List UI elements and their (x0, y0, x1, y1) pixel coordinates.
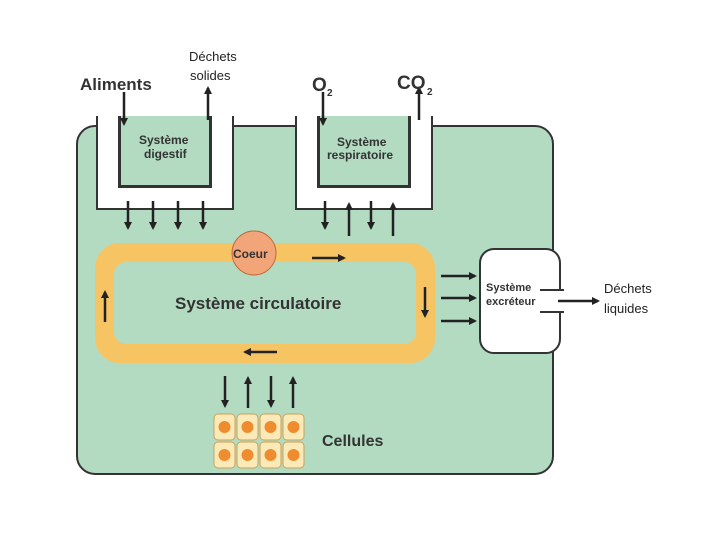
cell-nucleus (287, 449, 300, 461)
label-aliments: Aliments (80, 75, 152, 94)
cell-nucleus (241, 449, 254, 461)
label-excreteur-2: excréteur (486, 296, 536, 308)
cell-nucleus (287, 421, 300, 433)
cell-nucleus (264, 421, 277, 433)
label-cellules: Cellules (322, 433, 383, 450)
label-respiratoire-1: Système (337, 135, 387, 149)
label-o2: O 2 (312, 75, 333, 99)
coeur-circle (231, 230, 277, 276)
label-respiratoire-2: respiratoire (327, 148, 393, 162)
label-excreteur-1: Système (486, 282, 531, 294)
label-digestif-2: digestif (144, 147, 188, 161)
svg-text:2: 2 (427, 87, 433, 98)
svg-text:2: 2 (327, 88, 333, 99)
circulatory-inner (114, 262, 416, 344)
arrows (101, 86, 600, 408)
label-dechets-liquides-2: liquides (604, 301, 649, 316)
cell-nucleus (218, 421, 231, 433)
excretory-organ (479, 248, 564, 354)
cell-nucleus (264, 449, 277, 461)
label-dechets-solides-2: solides (190, 68, 231, 83)
svg-text:O: O (312, 75, 327, 96)
cell-nucleus (241, 421, 254, 433)
label-dechets-solides-1: Déchets (189, 49, 237, 64)
label-coeur: Coeur (233, 247, 268, 261)
cell-nucleus (218, 449, 231, 461)
label-co2: CO 2 (397, 73, 433, 98)
respiratory-tube (295, 116, 433, 210)
svg-text:CO: CO (397, 73, 426, 94)
digestive-tube (96, 116, 234, 210)
label-circulatoire: Système circulatoire (175, 294, 341, 313)
cells-grid (213, 413, 305, 469)
label-dechets-liquides-1: Déchets (604, 281, 652, 296)
label-digestif-1: Système (139, 133, 189, 147)
